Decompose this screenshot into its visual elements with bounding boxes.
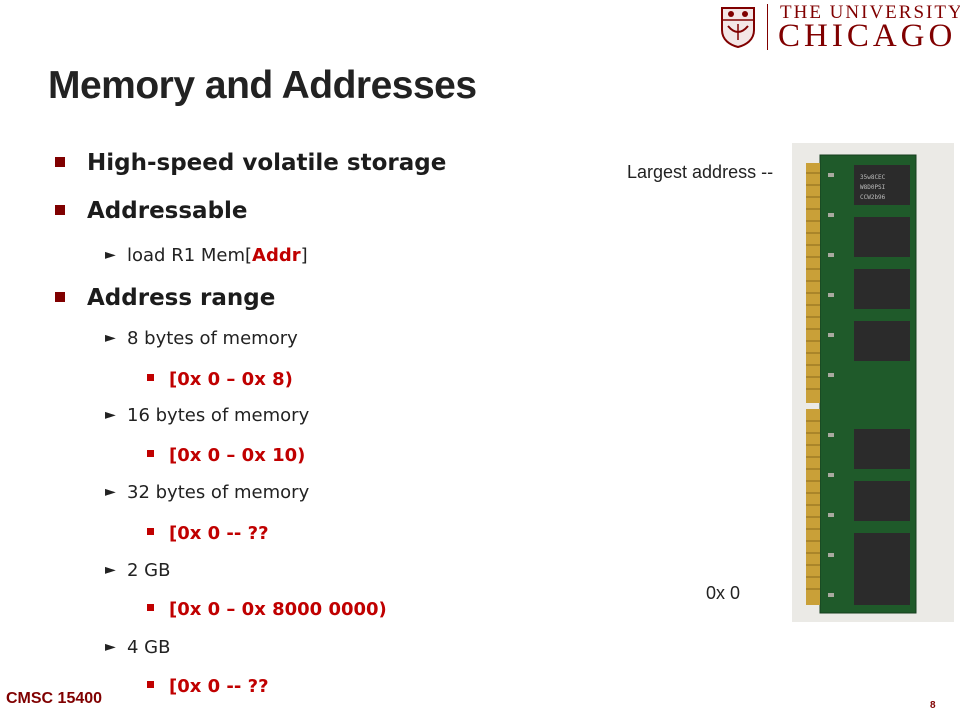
bullet-text-highlight: Addr — [252, 245, 301, 266]
arrow-bullet-icon: ► — [105, 407, 116, 423]
bullet-text: Addressable — [87, 198, 248, 224]
zero-address-label: 0x 0 — [706, 583, 741, 603]
bullet-text: [0x 0 -- ?? — [169, 523, 269, 544]
arrow-bullet-icon: ► — [105, 562, 116, 578]
bullet-item: [0x 0 – 0x 8) — [55, 369, 293, 390]
bullet-item: ► 32 bytes of memory — [55, 482, 309, 503]
chip-label: W8D0PSI — [860, 184, 886, 191]
arrow-bullet-icon: ► — [105, 330, 116, 346]
bullet-text: High-speed volatile storage — [87, 150, 447, 176]
chip-label: CCW2b96 — [860, 194, 886, 201]
bullet-text: 16 bytes of memory — [127, 405, 310, 426]
slide-title: Memory and Addresses — [48, 64, 477, 107]
logo-line-1: THE UNIVERSITY OF — [780, 2, 960, 23]
page-number: 8 — [930, 700, 936, 711]
small-square-bullet-icon — [147, 528, 154, 535]
ram-stick-graphic: 35w8CEC W8D0PSI CCW2b96 — [806, 154, 917, 614]
square-bullet-icon — [55, 157, 65, 167]
course-code: CMSC 15400 — [6, 690, 103, 707]
bullet-text-suffix: ] — [300, 245, 308, 266]
bullet-text: Address range — [87, 285, 276, 311]
largest-address-label: Largest address -- — [627, 162, 774, 182]
bullet-text: 2 GB — [127, 560, 171, 581]
bullet-item: [0x 0 – 0x 10) — [55, 445, 305, 466]
chip-label: 35w8CEC — [860, 174, 886, 181]
small-square-bullet-icon — [147, 681, 154, 688]
bullet-item: [0x 0 -- ?? — [55, 523, 269, 544]
bullet-item: ► 16 bytes of memory — [55, 405, 309, 426]
arrow-bullet-icon: ► — [105, 639, 116, 655]
memory-module-image: 35w8CEC W8D0PSI CCW2b96 — [792, 143, 954, 622]
bullet-item: Addressable — [55, 198, 248, 224]
bullet-text: 32 bytes of memory — [127, 482, 310, 503]
crest-icon — [721, 7, 755, 48]
logo-divider — [767, 4, 768, 50]
university-logo: THE UNIVERSITY OF CHICAGO — [712, 0, 960, 54]
bullet-item: ► 2 GB — [55, 560, 170, 581]
bullet-item: High-speed volatile storage — [55, 150, 446, 176]
bullet-item: [0x 0 -- ?? — [55, 676, 269, 697]
arrow-bullet-icon: ► — [105, 247, 116, 263]
bullet-item: [0x 0 – 0x 8000 0000) — [55, 599, 387, 620]
arrow-bullet-icon: ► — [105, 484, 116, 500]
bullet-text: [0x 0 – 0x 8000 0000) — [169, 599, 387, 620]
small-square-bullet-icon — [147, 450, 154, 457]
bullet-text: 4 GB — [127, 637, 171, 658]
bullet-item: Address range — [55, 285, 275, 311]
bullet-text: [0x 0 – 0x 10) — [169, 445, 306, 466]
square-bullet-icon — [55, 205, 65, 215]
square-bullet-icon — [55, 292, 65, 302]
bullet-text: 8 bytes of memory — [127, 328, 298, 349]
bullet-text: [0x 0 – 0x 8) — [169, 369, 293, 390]
logo-line-2: CHICAGO — [778, 18, 957, 54]
bullet-text-prefix: load R1 Mem[ — [127, 245, 253, 266]
bullet-item: ► 8 bytes of memory — [55, 328, 298, 349]
bullet-item: ► 4 GB — [55, 637, 170, 658]
small-square-bullet-icon — [147, 604, 154, 611]
bullet-text: [0x 0 -- ?? — [169, 676, 269, 697]
bullet-item: ► load R1 Mem[Addr] — [55, 245, 308, 266]
small-square-bullet-icon — [147, 374, 154, 381]
